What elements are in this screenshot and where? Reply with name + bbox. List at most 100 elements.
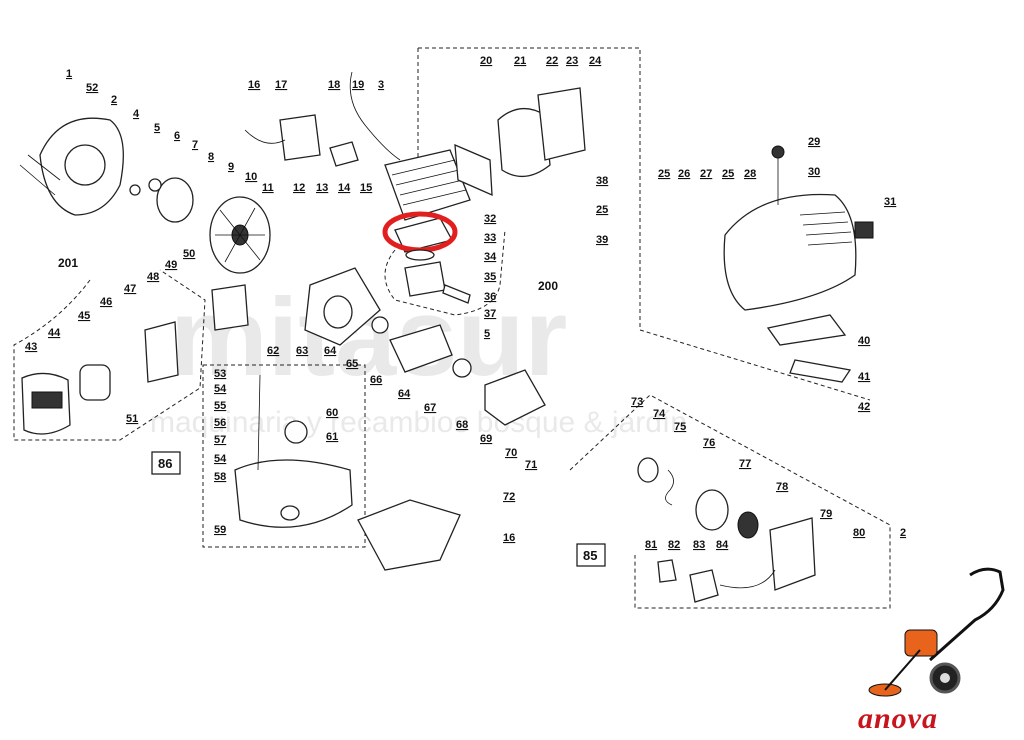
callout-73: 73 bbox=[631, 396, 643, 408]
callout-66: 66 bbox=[370, 374, 382, 386]
callout-7: 7 bbox=[192, 139, 198, 151]
starter-housing bbox=[769, 517, 816, 591]
callout-36: 36 bbox=[484, 291, 496, 303]
piston-pin bbox=[442, 284, 471, 304]
fuel-line bbox=[257, 374, 261, 471]
callout-56: 56 bbox=[214, 417, 226, 429]
piston-group-outline bbox=[384, 229, 506, 316]
starter-pulley bbox=[695, 489, 729, 531]
wheeled-brushcutter-icon bbox=[868, 567, 1005, 697]
callout-1: 1 bbox=[66, 68, 72, 80]
engine-cover bbox=[723, 193, 857, 311]
callout-25b: 25 bbox=[658, 168, 670, 180]
cover-plate bbox=[789, 359, 852, 383]
callout-59: 59 bbox=[214, 524, 226, 536]
callout-65: 65 bbox=[346, 358, 358, 370]
ignition-coil bbox=[279, 114, 321, 161]
callout-75: 75 bbox=[674, 421, 686, 433]
callout-57: 57 bbox=[214, 434, 226, 446]
crankshaft bbox=[389, 324, 453, 373]
fuel-tank-group-outline bbox=[202, 364, 366, 548]
callout-22: 22 bbox=[546, 55, 558, 67]
callout-42: 42 bbox=[858, 401, 870, 413]
starter-pawl bbox=[637, 457, 659, 483]
callout-11: 11 bbox=[262, 182, 274, 194]
callout-34: 34 bbox=[484, 251, 497, 263]
callout-70: 70 bbox=[505, 447, 517, 459]
callout-4: 4 bbox=[133, 108, 140, 120]
callout-47: 47 bbox=[124, 283, 136, 295]
callout-5: 5 bbox=[154, 122, 160, 134]
callout-64: 64 bbox=[324, 345, 337, 357]
callout-23: 23 bbox=[566, 55, 578, 67]
callout-45: 45 bbox=[78, 310, 90, 322]
callout-25c: 25 bbox=[722, 168, 734, 180]
group-box-86-label: 86 bbox=[158, 456, 172, 471]
starter-rope-reel bbox=[737, 511, 759, 539]
air-filter-base bbox=[144, 321, 179, 383]
callout-67: 67 bbox=[424, 402, 436, 414]
callout-20: 20 bbox=[480, 55, 492, 67]
piston bbox=[404, 261, 446, 297]
callout-46: 46 bbox=[100, 296, 112, 308]
callout-5b: 5 bbox=[484, 328, 490, 340]
callout-82: 82 bbox=[668, 539, 680, 551]
callout-2: 2 bbox=[111, 94, 117, 106]
callout-80: 80 bbox=[853, 527, 865, 539]
starter-group-outline bbox=[569, 394, 891, 609]
callout-78: 78 bbox=[776, 481, 788, 493]
callout-77: 77 bbox=[739, 458, 751, 470]
callout-30: 30 bbox=[808, 166, 820, 178]
callout-68: 68 bbox=[456, 419, 468, 431]
callout-52: 52 bbox=[86, 82, 98, 94]
callout-16: 16 bbox=[248, 79, 260, 91]
callout-64b: 64 bbox=[398, 388, 411, 400]
callout-49: 49 bbox=[165, 259, 177, 271]
callout-26: 26 bbox=[678, 168, 690, 180]
callout-63: 63 bbox=[296, 345, 308, 357]
callout-13: 13 bbox=[316, 182, 328, 194]
muffler bbox=[497, 108, 551, 177]
callout-55: 55 bbox=[214, 400, 226, 412]
callout-60: 60 bbox=[326, 407, 338, 419]
primer-bulb bbox=[284, 420, 308, 444]
callout-72: 72 bbox=[503, 491, 515, 503]
clutch-plate bbox=[156, 177, 194, 223]
callout-6: 6 bbox=[174, 130, 180, 142]
callout-25a: 25 bbox=[596, 204, 608, 216]
air-filter-group-outline bbox=[13, 269, 206, 441]
callout-14: 14 bbox=[338, 182, 351, 194]
callout-3: 3 bbox=[378, 79, 384, 91]
callout-21: 21 bbox=[514, 55, 526, 67]
callout-79: 79 bbox=[820, 508, 832, 520]
callout-54b: 54 bbox=[214, 453, 227, 465]
piston-ring bbox=[405, 249, 435, 261]
group-label-air-filter: 201 bbox=[58, 256, 78, 270]
callout-35: 35 bbox=[484, 271, 496, 283]
callout-76: 76 bbox=[703, 437, 715, 449]
starter-spring bbox=[665, 469, 674, 506]
spark-plug-cap bbox=[329, 141, 359, 167]
exhaust-group-outline bbox=[417, 47, 641, 330]
callout-84: 84 bbox=[716, 539, 729, 551]
callout-32: 32 bbox=[484, 213, 496, 225]
callout-58: 58 bbox=[214, 471, 226, 483]
callout-9: 9 bbox=[228, 161, 234, 173]
engine-mount bbox=[357, 499, 461, 571]
callout-69: 69 bbox=[480, 433, 492, 445]
callout-81: 81 bbox=[645, 539, 657, 551]
callout-labels: 1 52 2 4 5 6 7 8 9 10 11 16 17 18 19 3 2… bbox=[25, 55, 906, 551]
callout-40: 40 bbox=[858, 335, 870, 347]
callout-19: 19 bbox=[352, 79, 364, 91]
carburetor bbox=[211, 284, 249, 331]
callout-71: 71 bbox=[525, 459, 537, 471]
callout-44: 44 bbox=[48, 327, 61, 339]
group-box-86 bbox=[151, 451, 181, 475]
spark-plug bbox=[771, 145, 785, 159]
callout-51: 51 bbox=[126, 413, 138, 425]
muffler-cover bbox=[537, 87, 586, 161]
callout-10: 10 bbox=[245, 171, 257, 183]
throttle-lever bbox=[689, 569, 719, 603]
cover-bracket bbox=[766, 314, 847, 346]
